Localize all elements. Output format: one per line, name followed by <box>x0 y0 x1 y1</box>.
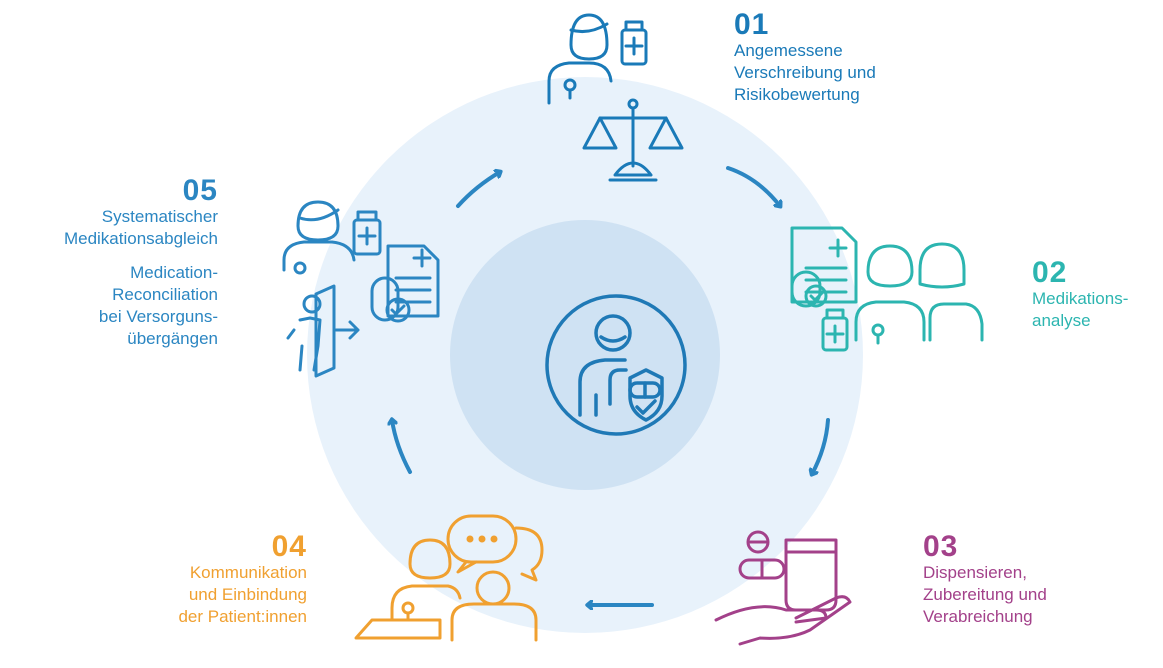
step-label: Kommunikation und Einbindung der Patient… <box>178 562 307 628</box>
step-label-line: und Einbindung <box>188 585 307 604</box>
arrow-1-to-2 <box>726 166 780 206</box>
step-label-line: Zubereitung und <box>923 585 1047 604</box>
document-team-icon <box>790 226 984 352</box>
arrow-5-to-1 <box>456 172 500 208</box>
step-02: 02 Medikations- analyse <box>1032 258 1128 332</box>
step-label-line: Medikations- <box>1032 289 1129 308</box>
step-label: Systematischer Medikationsabgleich <box>64 206 218 250</box>
step-label-line: Medikationsabgleich <box>63 229 218 248</box>
step-label-line: Kommunikation <box>189 563 307 582</box>
step-number: 01 <box>734 8 770 41</box>
inner-circle <box>450 220 720 490</box>
step-label: Medikations- analyse <box>1032 288 1128 332</box>
step-sublabel-line: übergängen <box>127 329 218 348</box>
step-number: 02 <box>1032 256 1068 289</box>
step-label-line: der Patient:innen <box>178 607 307 626</box>
step-sublabel-line: bei Versorguns- <box>98 307 218 326</box>
patient-safety-shield-icon <box>545 294 687 436</box>
step-label-line: Dispensieren, <box>923 563 1027 582</box>
step-04: 04 Kommunikation und Einbindung der Pati… <box>178 532 307 628</box>
step-01: 01 Angemessene Verschreibung und Risikob… <box>734 10 876 106</box>
step-label-line: Verschreibung und <box>734 63 876 82</box>
step-number: 05 <box>182 174 218 207</box>
step-label: Angemessene Verschreibung und Risikobewe… <box>734 40 876 106</box>
step-03: 03 Dispensieren, Zubereitung und Verabre… <box>923 532 1047 628</box>
pill-hand-icon <box>714 530 852 646</box>
step-label-line: Risikobewertung <box>734 85 860 104</box>
arrow-2-to-3 <box>812 418 830 474</box>
step-label-line: Angemessene <box>734 41 843 60</box>
step-sublabel-line: Medication- <box>130 263 218 282</box>
step-label-line: analyse <box>1032 311 1091 330</box>
step-label-line: Verabreichung <box>923 607 1033 626</box>
arrow-4-to-5 <box>392 420 412 474</box>
step-sublabel: Medication- Reconciliation bei Versorgun… <box>64 262 218 350</box>
consultation-chat-icon <box>354 514 544 642</box>
step-number: 04 <box>271 530 307 563</box>
step-05: 05 Systematischer Medikationsabgleich Me… <box>64 176 218 350</box>
discharge-reconciliation-icon <box>282 200 440 378</box>
step-sublabel-line: Reconciliation <box>112 285 218 304</box>
cycle-arrows <box>392 166 830 605</box>
step-number: 03 <box>923 530 959 563</box>
doctor-scale-icon <box>547 13 684 182</box>
step-label-line: Systematischer <box>101 207 218 226</box>
step-label: Dispensieren, Zubereitung und Verabreich… <box>923 562 1047 628</box>
